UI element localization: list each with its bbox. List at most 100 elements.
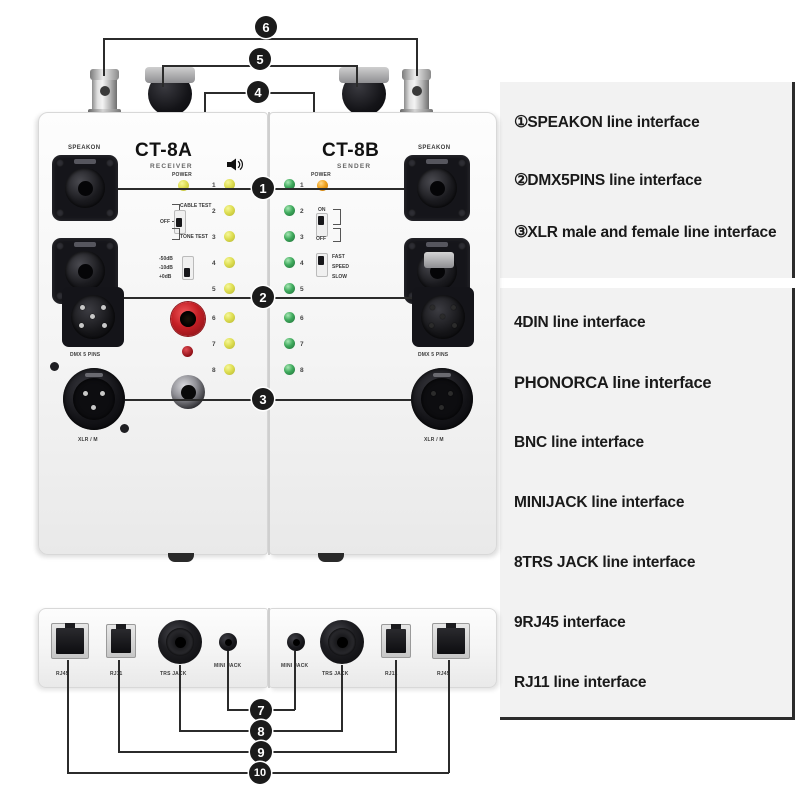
rj-slot: [111, 629, 131, 653]
callout-9-leader-left: [118, 660, 120, 752]
rj11-jack-left: [106, 624, 136, 658]
power-led-sender: [317, 180, 328, 191]
dmx5-socket: [429, 323, 434, 328]
dmx5-jack-receiver: [62, 287, 124, 347]
led-number-2: 2: [212, 208, 216, 215]
rca-hole: [180, 311, 196, 327]
sender-led-number-5: 5: [300, 286, 304, 293]
label-rj45-left: RJ45: [56, 671, 69, 677]
legend-item-bnc: BNC line interface: [514, 434, 644, 451]
speakon-tab: [74, 159, 96, 164]
switch-gain[interactable]: [182, 256, 194, 280]
switch-knob: [318, 216, 324, 225]
speakon-screw: [56, 292, 64, 300]
rj-slot: [56, 628, 84, 654]
power-led-receiver: [178, 180, 189, 191]
legend-item-speakon: ①SPEAKON line interface: [514, 114, 780, 133]
speakon-screw: [408, 242, 416, 250]
legend-text-1: SPEAKON line interface: [527, 114, 700, 131]
dmx5-pin: [79, 323, 84, 328]
status-led-4: [224, 257, 235, 268]
callout-badge-1: 1: [252, 177, 274, 199]
switch-power-sender[interactable]: [316, 213, 328, 237]
sender-led-5: [284, 283, 295, 294]
trs-hole: [337, 637, 348, 648]
led-number-8: 8: [212, 367, 216, 374]
xlr-screw-top: [50, 362, 59, 371]
led-number-3: 3: [212, 234, 216, 241]
switch-label-off-sender: OFF: [316, 236, 326, 242]
role-label-receiver: RECEIVER: [150, 163, 193, 170]
sender-led-number-1: 1: [300, 182, 304, 189]
xlr-latch: [433, 373, 451, 377]
status-led-3: [224, 231, 235, 242]
switch-label-cable-test: CABLE TEST: [180, 203, 212, 209]
xlr-socket: [448, 391, 453, 396]
dmx5-jack-sender: [412, 287, 474, 347]
trs-jack-left: [158, 620, 202, 664]
dmx5-socket: [430, 305, 435, 310]
device-foot-left: [168, 553, 194, 562]
dmx5-socket: [451, 305, 456, 310]
label-trs-right: TRS JACK: [322, 671, 349, 677]
sender-led-8: [284, 364, 295, 375]
callout-badge-6: 6: [255, 16, 277, 38]
legend-number-2: ②: [514, 172, 528, 189]
switch-speed-sender[interactable]: [316, 253, 328, 277]
sender-led-7: [284, 338, 295, 349]
label-trs-left: TRS JACK: [160, 671, 187, 677]
led-number-6: 6: [212, 315, 216, 322]
callout-badge-8: 8: [250, 720, 272, 742]
speakon-screw: [408, 209, 416, 217]
xlr-latch: [85, 373, 103, 377]
callout-8-leader-right: [341, 665, 343, 731]
dsub-connector-sender: [424, 252, 454, 268]
status-led-6: [224, 312, 235, 323]
xlr-male-jack-receiver: [63, 368, 125, 430]
speakon-screw: [56, 209, 64, 217]
dmx5-pin: [102, 323, 107, 328]
callout-6-bracket: [103, 38, 418, 40]
status-led-5: [224, 283, 235, 294]
callout-badge-9: 9: [250, 741, 272, 763]
callout-badge-2: 2: [252, 286, 274, 308]
model-label-sender: CT-8B: [322, 140, 380, 161]
callout-7-leader-right: [294, 651, 296, 710]
xlr-socket: [439, 405, 444, 410]
sender-led-4: [284, 257, 295, 268]
callout-9-leader-right: [395, 660, 397, 752]
rj-notch: [391, 624, 401, 632]
speakon-screw: [458, 242, 466, 250]
callout-1-leader-left: [118, 188, 255, 190]
status-led-7: [224, 338, 235, 349]
label-power-sender: POWER: [311, 172, 331, 178]
switch-label-on: ON: [318, 207, 326, 213]
status-led-1: [224, 179, 235, 190]
xlr-pin: [91, 405, 96, 410]
callout-6-leader-left: [103, 38, 105, 76]
minijack-hole: [225, 639, 232, 646]
callout-4-leader-left: [204, 92, 206, 114]
speakon-screw: [56, 242, 64, 250]
trs-hole: [175, 637, 186, 648]
label-dmx-receiver: DMX 5 PINS: [70, 352, 101, 358]
indicator-dot-red: [182, 346, 193, 357]
speakon-tab: [426, 159, 448, 164]
callout-10-leader-left: [67, 660, 69, 773]
rj45-jack-right: [432, 623, 470, 659]
speakon-jack-sender: [404, 155, 470, 221]
sender-led-number-7: 7: [300, 341, 304, 348]
label-xlr-sender: XLR / M: [424, 437, 444, 443]
switch-label-gain-a: -50dB: [159, 256, 173, 262]
legend-item-minijack: MINIJACK line interface: [514, 494, 685, 511]
callout-2-leader-right: [268, 297, 412, 299]
switch-bracket-bottom: [172, 228, 180, 240]
callout-badge-3: 3: [252, 388, 274, 410]
din-connector-right: [339, 67, 389, 116]
label-rj11-left: RJ11: [110, 671, 123, 677]
callout-6-leader-right: [416, 38, 418, 76]
switch-knob: [318, 256, 324, 265]
switch-label-fast: FAST: [332, 254, 345, 260]
status-led-2: [224, 205, 235, 216]
speakon-screw: [458, 209, 466, 217]
